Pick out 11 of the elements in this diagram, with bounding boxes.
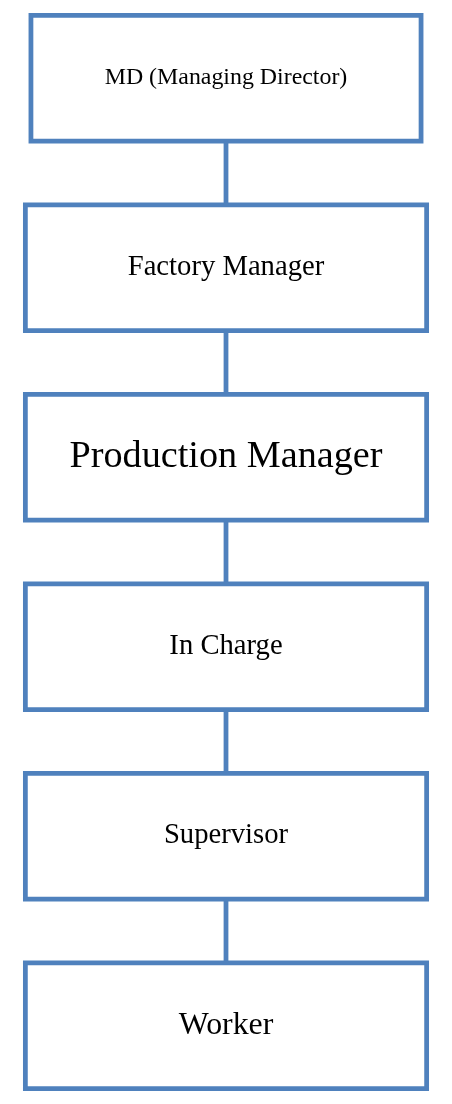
connector <box>223 141 229 205</box>
node-box: Factory Manager <box>23 202 429 334</box>
node-box: Supervisor <box>23 770 429 902</box>
connector <box>223 709 229 773</box>
connector <box>223 520 229 584</box>
node-box: Production Manager <box>23 391 429 523</box>
connector <box>223 330 229 394</box>
node-box: Worker <box>23 960 429 1091</box>
connector <box>223 899 229 963</box>
node-box: In Charge <box>23 581 429 713</box>
node-box: MD (Managing Director) <box>28 13 424 144</box>
